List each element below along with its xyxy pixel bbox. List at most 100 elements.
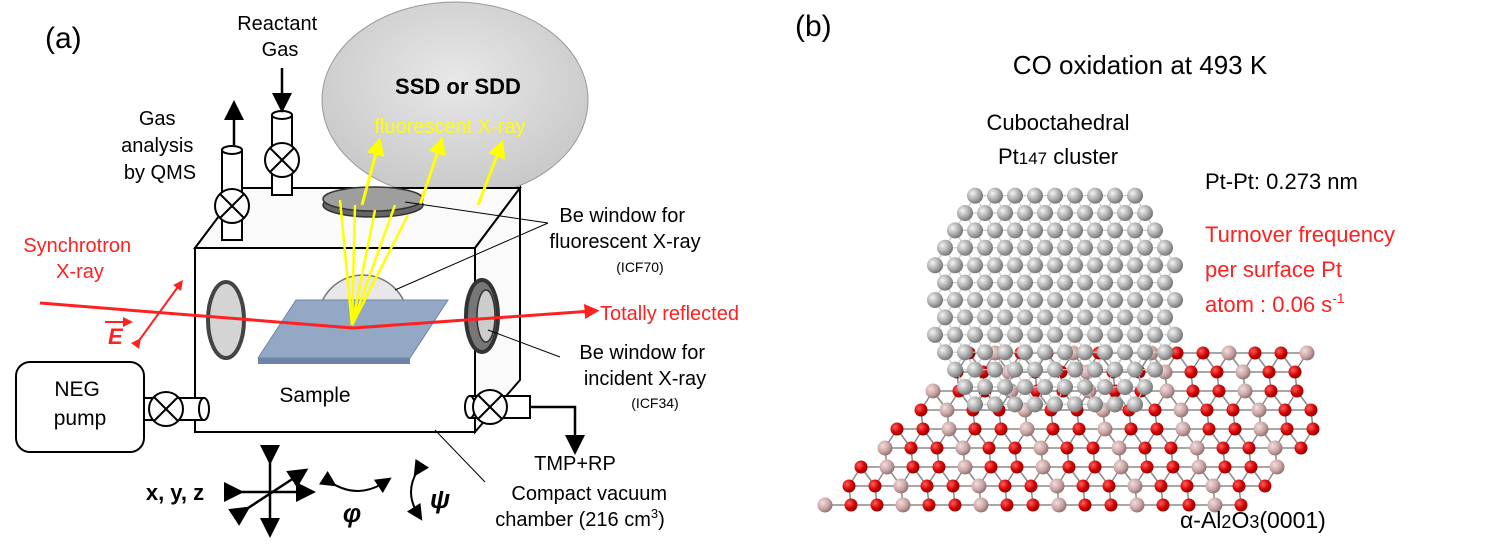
atom [1127,187,1143,204]
atom [1057,205,1073,221]
atom [1154,479,1168,493]
sample-label: Sample [279,384,350,407]
atom [1067,187,1083,204]
reflected-beam [352,304,600,330]
cluster-label-line2: Pt147 cluster [998,144,1118,169]
atom [1007,396,1023,413]
atom [1007,292,1023,308]
atom [1037,205,1053,221]
atom [1057,239,1073,256]
qms-line [214,145,250,241]
atom [1189,440,1205,456]
atom [977,379,993,395]
atom [971,478,987,494]
be-window-incident-label: Be window for incident X-ray [579,342,710,390]
atom [1216,441,1230,455]
atom [1157,309,1173,326]
atom [1167,326,1183,343]
atom [922,498,936,512]
atom [937,274,953,291]
atom [984,460,998,474]
atom [973,497,989,513]
detector-label: SSD or SDD [395,74,521,99]
atom [1035,459,1051,475]
atom [997,239,1013,256]
atom [1258,479,1272,493]
gas-analysis-label: Gas analysis by QMS [121,108,199,184]
tmp-arrow [530,405,585,455]
atom [1037,344,1053,361]
atom [1127,478,1143,494]
atom [1087,396,1103,413]
phi-label: φ [343,498,361,528]
atom [1147,222,1163,239]
atom [977,239,993,256]
atom [947,257,963,274]
atom [1087,257,1103,274]
atom [1173,402,1189,418]
atom [939,402,955,418]
tmp-rp-label: TMP+RP [534,453,616,475]
atom [1107,257,1123,274]
atom [1290,384,1304,398]
atom [1067,326,1083,343]
atom [1017,239,1033,256]
atom [842,479,856,493]
atom [987,292,1003,308]
atom [1107,187,1123,204]
incident-beam [39,301,354,330]
psi-label: ψ [430,484,450,514]
atom [1076,479,1090,493]
atom [1140,460,1154,474]
atom [1137,309,1153,326]
atom [854,460,868,474]
atom [1087,222,1103,239]
xyz-label: x, y, z [146,480,204,505]
atom [1017,274,1033,291]
atom [957,379,973,395]
atom [1280,422,1294,436]
atom [1087,361,1103,378]
atom [1127,361,1143,378]
atom [1017,379,1033,395]
atom [1047,292,1063,308]
xyz-axes-icon [224,445,316,538]
atom [1210,365,1224,379]
panel-a-label: (a) [45,22,82,55]
phi-rotation-icon [318,470,392,494]
atom [1306,422,1320,436]
atom [1137,344,1153,361]
atom [977,344,993,361]
atom [1205,478,1221,494]
atom [925,383,941,399]
atom [1180,479,1194,493]
atom [1164,441,1178,455]
atom [1037,379,1053,395]
atom [1077,379,1093,395]
atom [927,292,943,308]
atom [1228,422,1242,436]
turnover-label: Turnover frequency per surface Pt atom :… [1205,222,1401,317]
atom [932,460,946,474]
atom [1047,187,1063,204]
atom [1278,403,1292,417]
atom [987,396,1003,413]
atom [1288,365,1302,379]
atom [879,459,895,475]
atom [1138,441,1152,455]
atom [1007,222,1023,239]
atom [1097,344,1113,361]
atom [997,309,1013,326]
atom [1049,478,1065,494]
atom [1147,292,1163,308]
atom [994,422,1008,436]
atom [1027,187,1043,204]
atom [967,187,983,204]
atom [1019,421,1035,437]
atom [1196,346,1210,360]
atom [916,422,930,436]
substrate-label: α-Al2O3(0001) [1180,507,1326,533]
atom [1107,361,1123,378]
atom [1248,346,1262,360]
atom [1067,222,1083,239]
